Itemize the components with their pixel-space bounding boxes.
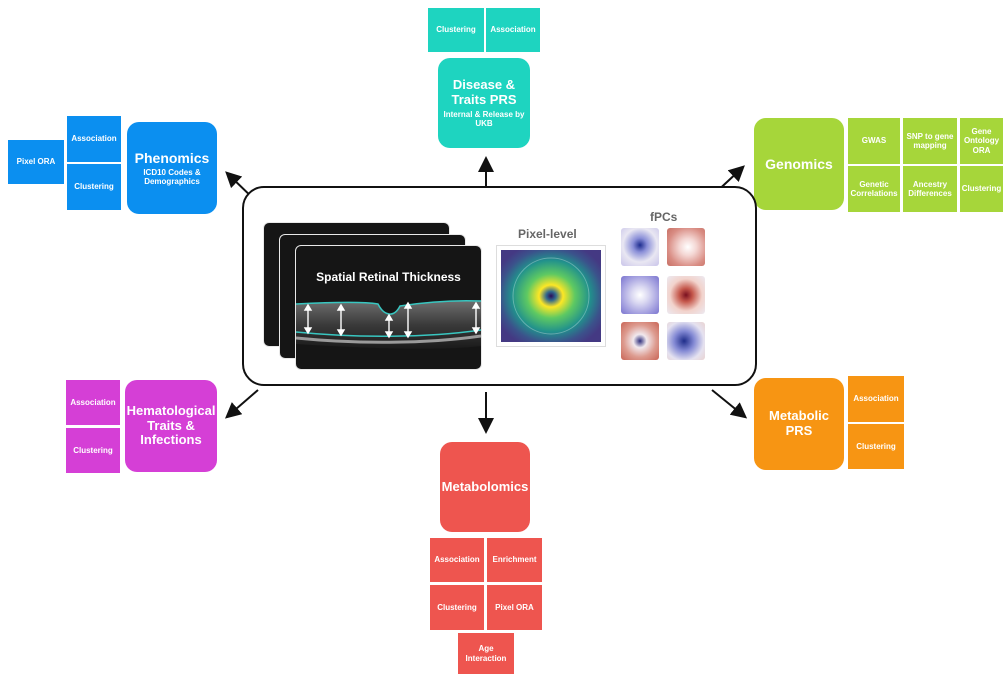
fpc-map-1 [621, 228, 659, 266]
tile-label: Clustering [961, 184, 1002, 194]
genomics-tile-ancestry-differences: Ancestry Differences [903, 166, 957, 212]
metabolomics-box: Metabolomics [440, 442, 530, 532]
metabolic-prs-title: Metabolic PRS [769, 408, 829, 438]
arrow-to-hematological [224, 389, 259, 419]
tile-label: Clustering [437, 602, 477, 612]
pixel-heatmap-image [501, 250, 601, 342]
tile-label: Association [70, 397, 116, 407]
fpc-map-2 [667, 228, 705, 266]
disease-title: Disease & Traits PRS [451, 76, 517, 107]
tile-label: Clustering [73, 445, 113, 455]
tile-label: Association [71, 134, 117, 144]
hematological-tile-association: Association [66, 380, 120, 425]
metabolomics-title: Metabolomics [441, 478, 529, 494]
fpc-map-4 [667, 276, 705, 314]
tile-label: Clustering [74, 182, 114, 192]
tile-label: Association [434, 555, 480, 565]
tile-label: GWAS [861, 136, 887, 146]
phenomics-tile-association: Association [67, 116, 121, 162]
tile-label: Clustering [436, 25, 476, 35]
metabolomics-tile-enrichment: Enrichment [487, 538, 542, 582]
tile-label: Gene Ontology ORA [963, 127, 1000, 155]
genomics-tile-gene-ontology: Gene Ontology ORA [960, 118, 1003, 164]
tile-label: SNP to gene mapping [906, 131, 954, 150]
pixel-level-map [496, 245, 606, 347]
pixel-level-label: Pixel-level [518, 227, 577, 241]
tile-label: Age Interaction [465, 644, 507, 663]
tile-label: Pixel ORA [495, 602, 534, 612]
phenomics-tile-pixel-ora: Pixel ORA [8, 140, 64, 184]
fpc-map-5 [621, 322, 659, 360]
metabolomics-tile-association: Association [430, 538, 484, 582]
metabolomics-tile-clustering: Clustering [430, 585, 484, 630]
fpc-map-6 [667, 322, 705, 360]
oct-title: Spatial Retinal Thickness [316, 270, 461, 284]
metabolic-prs-tile-association: Association [848, 376, 904, 422]
tile-label: Clustering [856, 441, 896, 451]
tile-label: Association [853, 394, 899, 404]
hematological-title: Hematological Traits & Infections [126, 402, 216, 448]
metabolic-prs-box: Metabolic PRS [754, 378, 844, 470]
tile-label: Association [490, 25, 536, 35]
genomics-box: Genomics [754, 118, 844, 210]
disease-tile-association: Association [486, 8, 540, 52]
arrow-to-metabolic-prs [711, 389, 748, 419]
genomics-tile-genetic-correlations: Genetic Correlations [848, 166, 900, 212]
disease-traits-prs-box: Disease & Traits PRS Internal & Release … [438, 58, 530, 148]
oct-scan-front: Spatial Retinal Thickness [295, 245, 482, 370]
tile-label: Ancestry Differences [908, 179, 952, 198]
hematological-tile-clustering: Clustering [66, 428, 120, 473]
disease-tile-clustering: Clustering [428, 8, 484, 52]
genomics-tile-gwas: GWAS [848, 118, 900, 164]
tile-label: Pixel ORA [16, 157, 56, 167]
tile-label: Enrichment [492, 555, 537, 565]
phenomics-box: Phenomics ICD10 Codes & Demographics [127, 122, 217, 214]
fpcs-label: fPCs [650, 210, 678, 224]
metabolomics-tile-pixel-ora: Pixel ORA [487, 585, 542, 630]
fpc-map-3 [621, 276, 659, 314]
hematological-box: Hematological Traits & Infections [125, 380, 217, 472]
tile-label: Genetic Correlations [850, 179, 898, 198]
phenomics-title: Phenomics [134, 149, 210, 166]
phenomics-tile-clustering: Clustering [67, 164, 121, 210]
genomics-tile-snp-to-gene: SNP to gene mapping [903, 118, 957, 164]
disease-subtitle: Internal & Release by UKB [443, 109, 525, 128]
oct-scan-image [296, 300, 481, 349]
metabolomics-tile-age-interaction: Age Interaction [458, 633, 514, 674]
phenomics-subtitle: ICD10 Codes & Demographics [143, 167, 201, 187]
metabolic-prs-tile-clustering: Clustering [848, 424, 904, 469]
genomics-tile-clustering: Clustering [960, 166, 1003, 212]
genomics-title: Genomics [765, 155, 833, 172]
